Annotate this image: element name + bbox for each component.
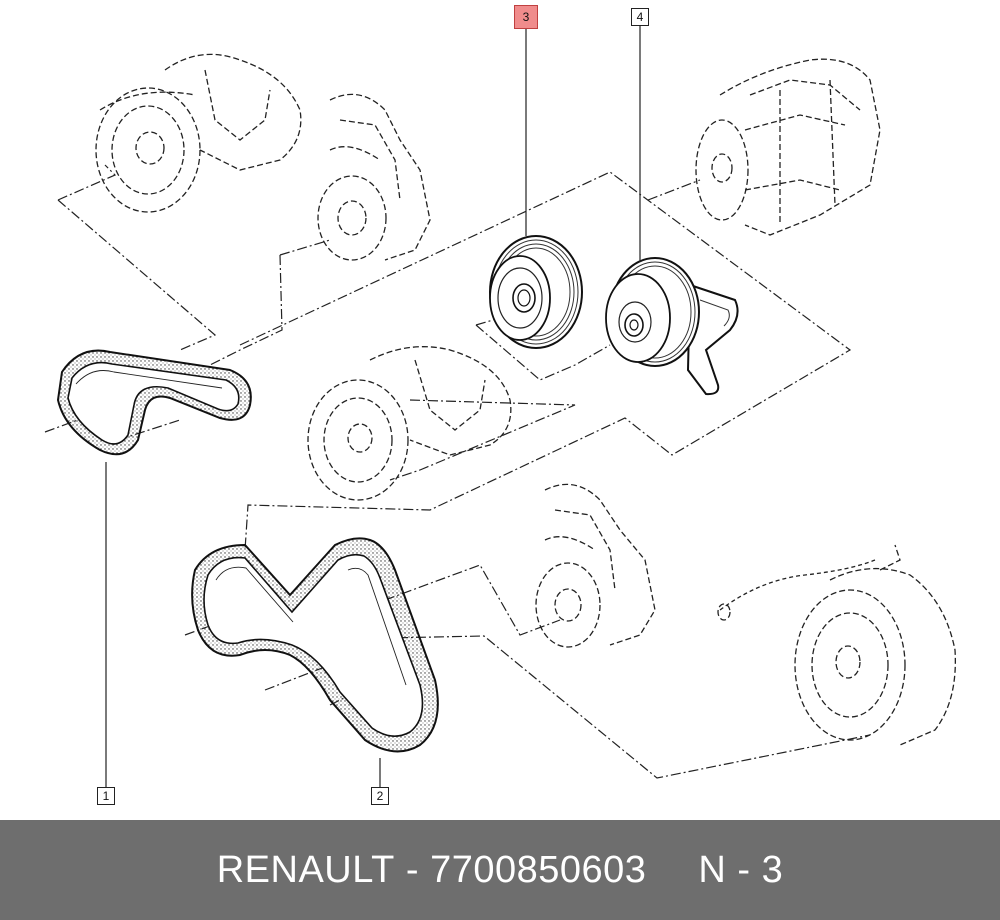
callout-3[interactable]: 3 — [514, 5, 538, 29]
routing-line-lower-frame — [384, 564, 561, 636]
footer-bar: RENAULT - 7700850603 N - 3 — [0, 820, 1000, 920]
tensioner-4[interactable] — [605, 257, 739, 396]
alternator-lower — [717, 544, 956, 746]
footer-position: N - 3 — [698, 848, 784, 891]
callout-2[interactable]: 2 — [371, 787, 389, 805]
compressor-lower — [535, 483, 656, 648]
parts-diagram: 1 2 3 4 — [44, 5, 956, 805]
compressor-upper — [317, 93, 431, 261]
callout-4[interactable]: 4 — [631, 8, 649, 26]
belt-2[interactable] — [191, 537, 439, 753]
routing-line-center-frame — [239, 171, 852, 551]
footer-brand: RENAULT — [216, 848, 395, 891]
callout-1[interactable]: 1 — [97, 787, 115, 805]
alternator-upper — [695, 58, 881, 236]
footer-part-number: 7700850603 — [430, 848, 647, 891]
crank-pulley-middle — [307, 346, 512, 501]
footer-separator: - — [394, 848, 431, 891]
routing-line-upper-left — [57, 164, 117, 201]
crank-pulley-upper — [95, 53, 302, 213]
belt-1[interactable] — [56, 349, 252, 456]
idler-pulley-3[interactable] — [489, 235, 583, 349]
